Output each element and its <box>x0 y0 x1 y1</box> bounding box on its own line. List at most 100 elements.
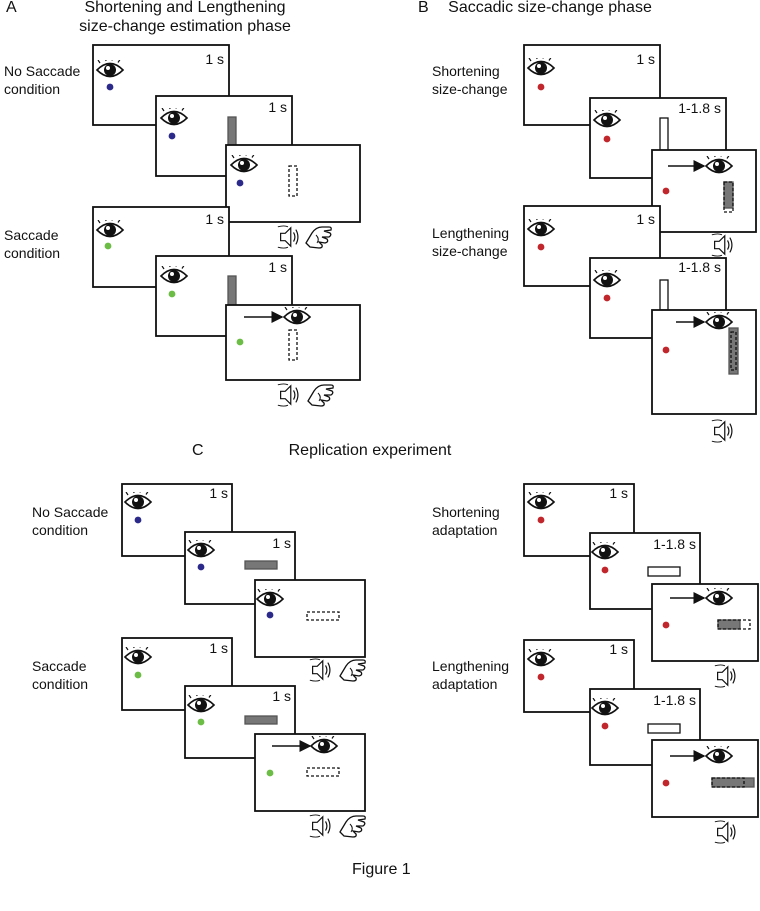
fixation-dot <box>197 563 205 571</box>
duration-label: 1 s <box>272 535 291 551</box>
duration-label: 1 s <box>268 259 287 275</box>
fixation-dot <box>134 671 142 679</box>
stimulus-bar <box>244 560 278 570</box>
hand-icon <box>305 226 332 249</box>
speaker-icon <box>277 225 299 249</box>
duration-label: 1 s <box>209 640 228 656</box>
speaker-icon <box>714 664 736 688</box>
stimulus-bar <box>244 715 278 725</box>
duration-label: 1 s <box>268 99 287 115</box>
speaker-icon <box>711 419 733 443</box>
fixation-dot <box>104 242 112 250</box>
panel-b-shortening-label-2: size-change <box>432 81 508 97</box>
probe-bar-dashed <box>730 331 737 371</box>
fixation-dot <box>603 294 611 302</box>
duration-label: 1-1.8 s <box>678 100 721 116</box>
fixation-dot <box>601 722 609 730</box>
probe-bar-dashed <box>717 619 751 630</box>
duration-label: 1 s <box>272 688 291 704</box>
adapter-bar-outline <box>659 279 669 311</box>
duration-label: 1 s <box>636 51 655 67</box>
fixation-dot <box>106 83 114 91</box>
panel-b-letter: B <box>418 0 429 16</box>
panel-c-letter: C <box>192 442 204 459</box>
fixation-dot <box>236 338 244 346</box>
frames-layer: 1 s 1 s 1 s 1 s 1 s 1-1.8 s 1 s 1-1.8 s 1 s 1 s 1 … <box>92 44 759 844</box>
fixation-dot <box>197 718 205 726</box>
panel-c-saccade-label-1: Saccade <box>32 658 87 674</box>
stimulus-frame <box>225 144 361 223</box>
panel-c-lengthening-label-2: adaptation <box>432 676 498 692</box>
probe-bar-dashed <box>711 777 745 788</box>
stimulus-bar <box>227 275 237 307</box>
adapter-bar-outline <box>659 117 669 153</box>
panel-a-no-saccade-label-2: condition <box>4 81 61 97</box>
fixation-dot <box>601 566 609 574</box>
panel-c-saccade-label-2: condition <box>32 676 89 692</box>
speaker-icon <box>714 820 736 844</box>
panel-c-no-saccade-label-2: condition <box>32 522 89 538</box>
hand-icon <box>307 384 334 407</box>
speaker-icon <box>309 814 331 838</box>
panel-c-lengthening-label-1: Lengthening <box>432 658 510 674</box>
duration-label: 1 s <box>205 51 224 67</box>
fixation-dot <box>662 187 670 195</box>
stimulus-bar <box>711 777 755 788</box>
panel-b-lengthening-label-2: size-change <box>432 243 508 259</box>
duration-label: 1-1.8 s <box>653 692 696 708</box>
fixation-dot <box>662 346 670 354</box>
speaker-icon <box>277 383 299 407</box>
figure-caption: Figure 1 <box>352 861 411 878</box>
panel-b-lengthening-label-1: Lengthening <box>432 225 510 241</box>
fixation-dot <box>168 290 176 298</box>
speaker-icon <box>711 233 733 257</box>
fixation-dot <box>266 611 274 619</box>
hand-icon <box>339 659 366 682</box>
panel-a-letter: A <box>6 0 17 16</box>
panel-c-no-saccade-label-1: No Saccade <box>32 504 109 520</box>
duration-label: 1 s <box>609 641 628 657</box>
speaker-icon <box>309 658 331 682</box>
probe-bar-dashed <box>288 165 298 197</box>
fixation-dot <box>266 769 274 777</box>
fixation-dot <box>537 83 545 91</box>
panel-b-title: Saccadic size-change phase <box>448 0 652 16</box>
fixation-dot <box>168 132 176 140</box>
duration-label: 1 s <box>636 211 655 227</box>
panel-a-title-1: Shortening and Lengthening <box>84 0 286 16</box>
probe-bar-dashed <box>288 329 298 361</box>
fixation-dot <box>537 243 545 251</box>
panel-c-shortening-label-1: Shortening <box>432 504 500 520</box>
fixation-dot <box>537 516 545 524</box>
panel-a-no-saccade-label-1: No Saccade <box>4 63 81 79</box>
panel-c-title: Replication experiment <box>288 442 452 459</box>
probe-bar-dashed <box>306 767 340 777</box>
panel-b-shortening-label-1: Shortening <box>432 63 500 79</box>
panel-c-shortening-label-2: adaptation <box>432 522 498 538</box>
adapter-bar-outline <box>647 566 681 577</box>
fixation-dot <box>537 673 545 681</box>
fixation-dot <box>603 135 611 143</box>
fixation-dot <box>236 179 244 187</box>
stimulus-bar <box>723 181 734 209</box>
panel-a-saccade-label-2: condition <box>4 245 61 261</box>
probe-bar-dashed <box>306 611 340 621</box>
stimulus-bar <box>717 619 741 630</box>
duration-label: 1-1.8 s <box>678 259 721 275</box>
probe-bar-dashed <box>723 181 734 213</box>
stimulus-bar <box>227 116 237 148</box>
panel-a-saccade-label-1: Saccade <box>4 227 59 243</box>
duration-label: 1 s <box>205 211 224 227</box>
duration-label: 1-1.8 s <box>653 536 696 552</box>
duration-label: 1 s <box>209 485 228 501</box>
stimulus-frame <box>651 309 757 415</box>
stimulus-bar <box>728 327 739 375</box>
fixation-dot <box>662 779 670 787</box>
fixation-dot <box>134 516 142 524</box>
duration-label: 1 s <box>609 485 628 501</box>
fixation-dot <box>662 621 670 629</box>
stimulus-frame <box>254 579 366 658</box>
panel-a-title-2: size-change estimation phase <box>79 18 291 35</box>
adapter-bar-outline <box>647 723 681 734</box>
